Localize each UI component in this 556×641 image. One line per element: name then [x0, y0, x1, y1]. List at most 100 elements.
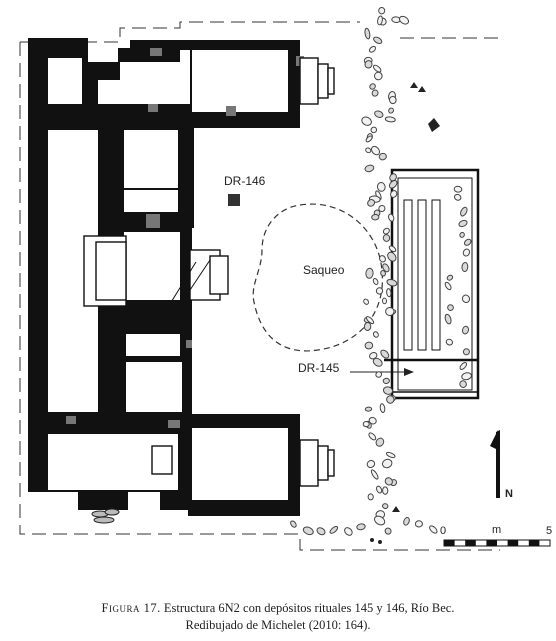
rubble-stone [381, 297, 388, 305]
rubble-stone [369, 83, 376, 90]
rubble-stone [366, 460, 376, 468]
rubble-stone [377, 15, 383, 26]
rubble-stone [386, 288, 392, 298]
rubble-stone [384, 477, 393, 486]
rubble-stone [398, 15, 410, 25]
rubble-stone [370, 126, 378, 134]
rubble-stone [378, 204, 386, 213]
rubble-stone [454, 193, 462, 201]
rubble-stone [374, 110, 384, 118]
rubble-stone [302, 526, 314, 536]
east-platform [384, 168, 480, 400]
rubble-stone [445, 338, 454, 346]
rubble-stone [364, 341, 374, 350]
rubble-stone [368, 416, 377, 425]
rubble-stone [373, 515, 386, 526]
label-dr146: DR-146 [224, 174, 266, 188]
rubble-stone [380, 349, 390, 359]
rubble-stone [461, 372, 472, 381]
rubble-stone [373, 36, 383, 45]
rubble-stone [371, 213, 380, 221]
rubble-stone [458, 219, 468, 228]
rubble-stone [447, 304, 454, 311]
rubble-stone [387, 251, 397, 262]
rubble-stone [368, 432, 377, 441]
caption-figure-number: Figura 17. [101, 601, 161, 615]
rubble-stone [378, 7, 386, 15]
rubble-stone [368, 45, 377, 53]
rubble-stone [363, 322, 372, 331]
rubble-stones [290, 7, 472, 536]
rubble-stone [372, 357, 383, 367]
rubble-stone [461, 262, 469, 272]
rubble-stone [459, 380, 467, 388]
rubble-stone [388, 180, 398, 189]
rubble-stone [382, 234, 391, 242]
rubble-stone [365, 316, 375, 325]
rubble-stone [381, 458, 393, 469]
stairs [83, 57, 335, 487]
rubble-stone [365, 267, 374, 279]
rubble-stone [388, 95, 397, 105]
stone-pile [91, 508, 120, 524]
rubble-stone [344, 527, 353, 536]
rubble-stone [373, 71, 383, 81]
rubble-stone [370, 145, 381, 156]
rubble-stone [356, 523, 366, 531]
rubble-stone [403, 516, 410, 526]
scale-end: 5 [546, 525, 553, 537]
rubble-stone [364, 27, 371, 40]
rubble-stone [382, 386, 394, 395]
rubble-stone [375, 371, 383, 378]
label-north: N [505, 488, 513, 500]
rubble-stone [380, 270, 386, 277]
deposit-dr146 [228, 194, 240, 206]
rubble-stone [367, 199, 376, 207]
rubble-stone [463, 238, 472, 246]
rubble-stone [388, 213, 395, 222]
scale-unit: m [492, 524, 502, 536]
rubble-stone [460, 206, 468, 217]
rubble-stone [370, 469, 379, 480]
rubble-stone [362, 421, 370, 428]
rubble-stone [372, 64, 382, 73]
caption-title: Estructura 6N2 con depósitos rituales 14… [160, 601, 455, 615]
rubble-stone [385, 451, 396, 459]
rubble-stone [384, 527, 392, 535]
rubble-stone [365, 135, 373, 143]
site-plan [19, 7, 551, 551]
artifact-markers [370, 82, 440, 544]
rubble-stone [290, 520, 297, 528]
caption-line-2: Redibujado de Michelet (2010: 164). [185, 618, 371, 632]
building-walls [28, 38, 300, 516]
rubble-stone [382, 503, 389, 510]
label-dr145: DR-145 [298, 361, 340, 375]
rubble-stone [388, 107, 395, 114]
rubble-stone [386, 395, 395, 404]
rubble-stone [329, 525, 339, 534]
rubble-stone [414, 520, 423, 528]
rubble-stone [388, 245, 397, 253]
rubble-stone [453, 185, 463, 193]
rubble-stone [459, 362, 468, 370]
rubble-stone [371, 89, 379, 97]
rubble-stone [429, 525, 438, 534]
scale-bar [443, 539, 551, 547]
figure-caption: Figura 17. Estructura 6N2 con depósitos … [0, 600, 556, 634]
rubble-stone [461, 294, 471, 304]
rubble-stone [444, 281, 452, 291]
rubble-stone [376, 182, 386, 192]
rubble-stone [316, 527, 326, 536]
rubble-stone [389, 173, 397, 182]
rubble-stone [378, 152, 387, 161]
rubble-stone [379, 403, 386, 413]
rubble-stone [385, 306, 395, 317]
rubble-stone [390, 190, 398, 198]
rubble-stone [462, 348, 470, 356]
caption-line-1: Figura 17. Estructura 6N2 con depósitos … [0, 600, 556, 617]
rubble-stone [382, 263, 390, 273]
rubble-stone [361, 116, 372, 126]
rubble-stone [375, 437, 385, 447]
rubble-stone [372, 277, 379, 286]
rubble-stone [367, 493, 374, 501]
